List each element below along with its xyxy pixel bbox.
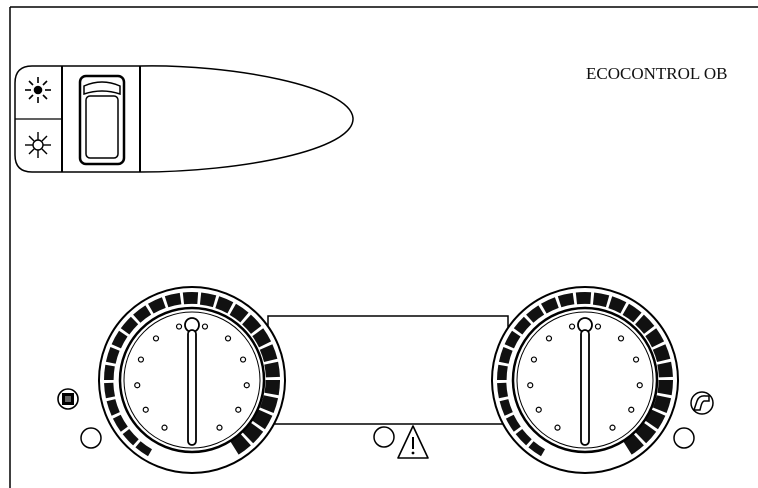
scale-segment [652,395,672,413]
scale-dot [243,382,250,389]
knob-dial-inner-ring [123,311,261,449]
scale-segment [608,296,627,314]
scale-segment [526,305,545,323]
scale-segment [513,316,532,335]
scale-segment [164,292,182,308]
scale-dot [216,424,223,431]
scale-segment [104,382,116,399]
scale-dot [175,323,183,330]
scale-segment [122,429,139,446]
scale-segment [112,414,128,432]
scale-segment [148,297,166,314]
radiator-icon [57,388,79,410]
scale-segment [635,422,657,444]
scale-segment [252,328,272,348]
scale-segment [242,314,262,334]
scale-dot [137,356,145,363]
knob-pointer [187,329,197,446]
scale-segment [623,433,644,455]
scale-dot [527,382,534,389]
mode-rocker-switch[interactable] [78,74,126,166]
scale-segment [652,344,671,363]
scale-segment [515,429,532,446]
scale-segment [528,441,545,457]
scale-dot [224,335,232,342]
knob-pointer [580,329,590,446]
hot-water-temperature-knob[interactable] [491,286,679,474]
knob-bridge [267,315,509,425]
model-label: ECOCONTROL OB [586,64,728,83]
tap-icon [690,391,714,415]
scale-segment [120,316,139,335]
scale-segment [106,399,120,416]
scale-dot [628,406,635,413]
scale-dot [632,356,640,363]
scale-dot [142,406,149,413]
scale-dot [161,424,168,431]
scale-segment [504,330,521,349]
scale-segment [252,409,273,430]
scale-segment [657,380,673,396]
panel-frame [9,6,758,488]
scale-dot [239,356,247,363]
scale-segment [133,305,152,323]
heating-temperature-knob[interactable] [98,286,286,474]
scale-dot [594,323,602,330]
scale-dot [554,424,561,431]
scale-segment [557,292,575,308]
scale-segment [657,361,673,378]
alarm-led [373,426,395,448]
scale-segment [575,292,592,305]
warning-triangle-icon [397,425,429,459]
scale-segment [199,292,217,308]
scale-dot [530,356,538,363]
scale-segment [645,328,665,348]
knob-dial-inner-ring [516,311,654,449]
scale-segment [105,347,120,364]
scale-segment [498,347,513,364]
scale-segment [497,364,508,380]
scale-segment [497,382,509,399]
scale-dot [535,406,542,413]
scale-segment [264,361,280,378]
heating-status-led [80,427,102,449]
scale-segment [182,292,199,305]
scale-dot [609,424,616,431]
hot-water-status-led [673,427,695,449]
scale-segment [215,296,234,314]
scale-segment [592,292,610,308]
scale-segment [505,414,521,432]
scale-dot [636,382,643,389]
scale-segment [259,395,279,413]
scale-segment [622,303,642,323]
scale-dot [617,335,625,342]
summer-sun-icon [25,77,51,103]
scale-segment [541,297,559,314]
scale-segment [259,344,278,363]
scale-segment [242,422,264,444]
scale-segment [645,409,666,430]
scale-segment [230,433,251,455]
scale-dot [152,335,160,342]
scale-segment [111,330,128,349]
winter-snowflake-icon [25,132,51,158]
scale-segment [135,441,152,457]
scale-dot [545,335,553,342]
scale-dot [134,382,141,389]
scale-segment [104,364,115,380]
scale-dot [235,406,242,413]
scale-segment [499,399,513,416]
scale-segment [635,314,655,334]
scale-dot [201,323,209,330]
mode-switch-housing [14,65,354,173]
scale-segment [229,303,249,323]
scale-segment [264,380,280,396]
scale-dot [568,323,576,330]
